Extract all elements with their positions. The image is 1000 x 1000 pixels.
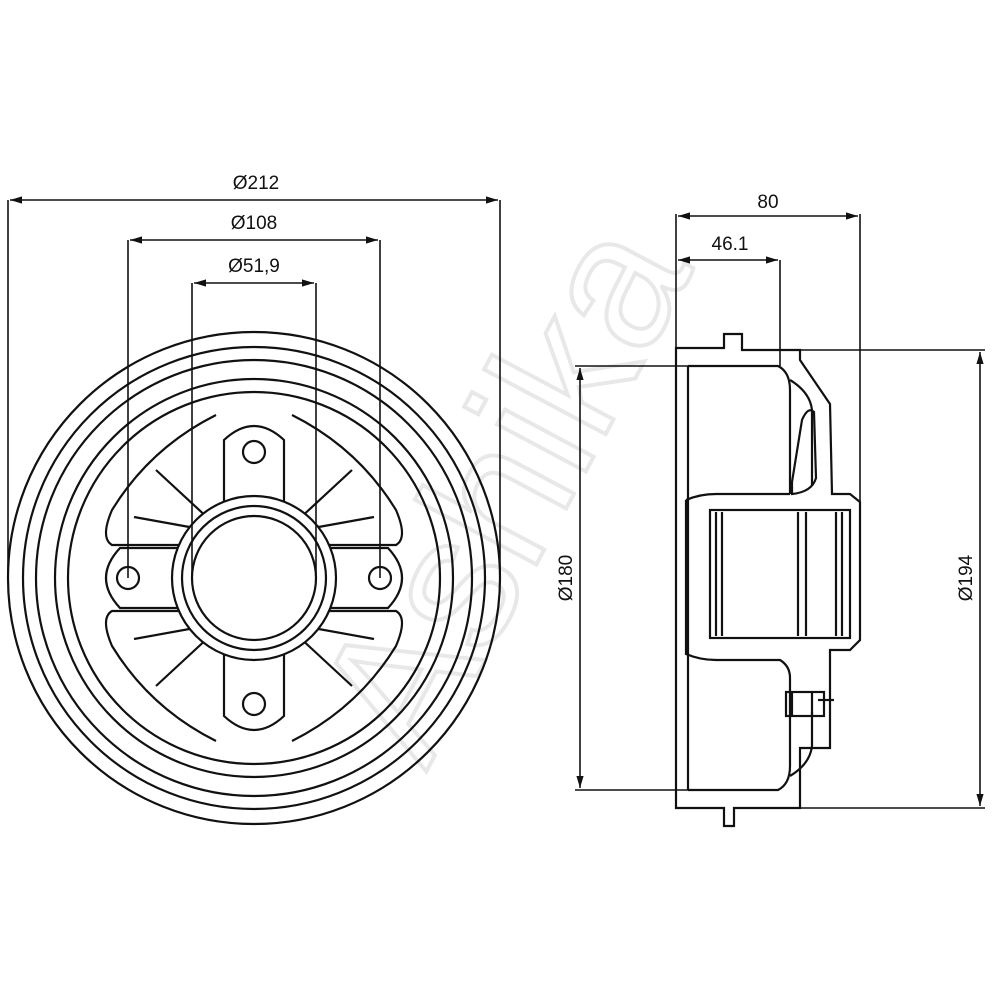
inner-drum-diameter-label: Ø180 [556,555,577,601]
front-view: Ø212 Ø108 Ø51,9 [6,173,502,826]
outer-drum-diameter-label: Ø194 [956,554,977,601]
watermark-text: Ashika [275,188,730,791]
centre-bore-label: Ø51,9 [228,256,280,277]
offset-label: 46.1 [712,234,749,255]
watermark: Ashika [273,186,732,793]
outer-diameter-label: Ø212 [233,173,279,194]
bolt-circle-label: Ø108 [231,213,277,234]
hub [105,425,403,731]
side-view: 80 46.1 Ø180 Ø194 [556,192,985,828]
overall-height-label: 80 [757,192,778,213]
